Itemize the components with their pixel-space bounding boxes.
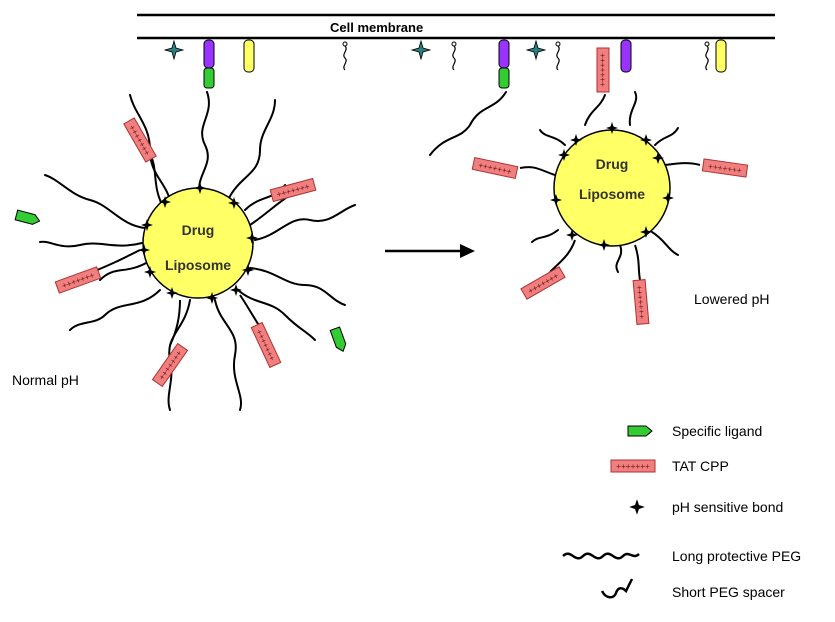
right-liposome-group — [429, 91, 749, 325]
right-liposome-line1: Drug — [595, 156, 629, 172]
left-liposome-line1: Drug — [181, 222, 215, 238]
legend-ph-bond: pH sensitive bond — [672, 499, 784, 515]
legend — [562, 425, 656, 599]
right-liposome-line2: Liposome — [578, 186, 646, 202]
lowered-ph-label: Lowered pH — [694, 291, 770, 307]
normal-ph-label: Normal pH — [12, 372, 79, 388]
legend-long-peg: Long protective PEG — [672, 548, 802, 564]
left-liposome-group — [14, 91, 356, 411]
legend-short-peg: Short PEG spacer — [672, 584, 785, 600]
membrane-receptors — [164, 39, 727, 93]
transition-arrow — [385, 244, 475, 258]
legend-tat-cpp: TAT CPP — [672, 458, 729, 474]
left-liposome-line2: Liposome — [164, 257, 232, 273]
left-liposome — [142, 187, 254, 299]
cell-membrane — [137, 13, 775, 40]
legend-specific-ligand: Specific ligand — [672, 423, 763, 439]
cell-membrane-label: Cell membrane — [330, 20, 424, 35]
